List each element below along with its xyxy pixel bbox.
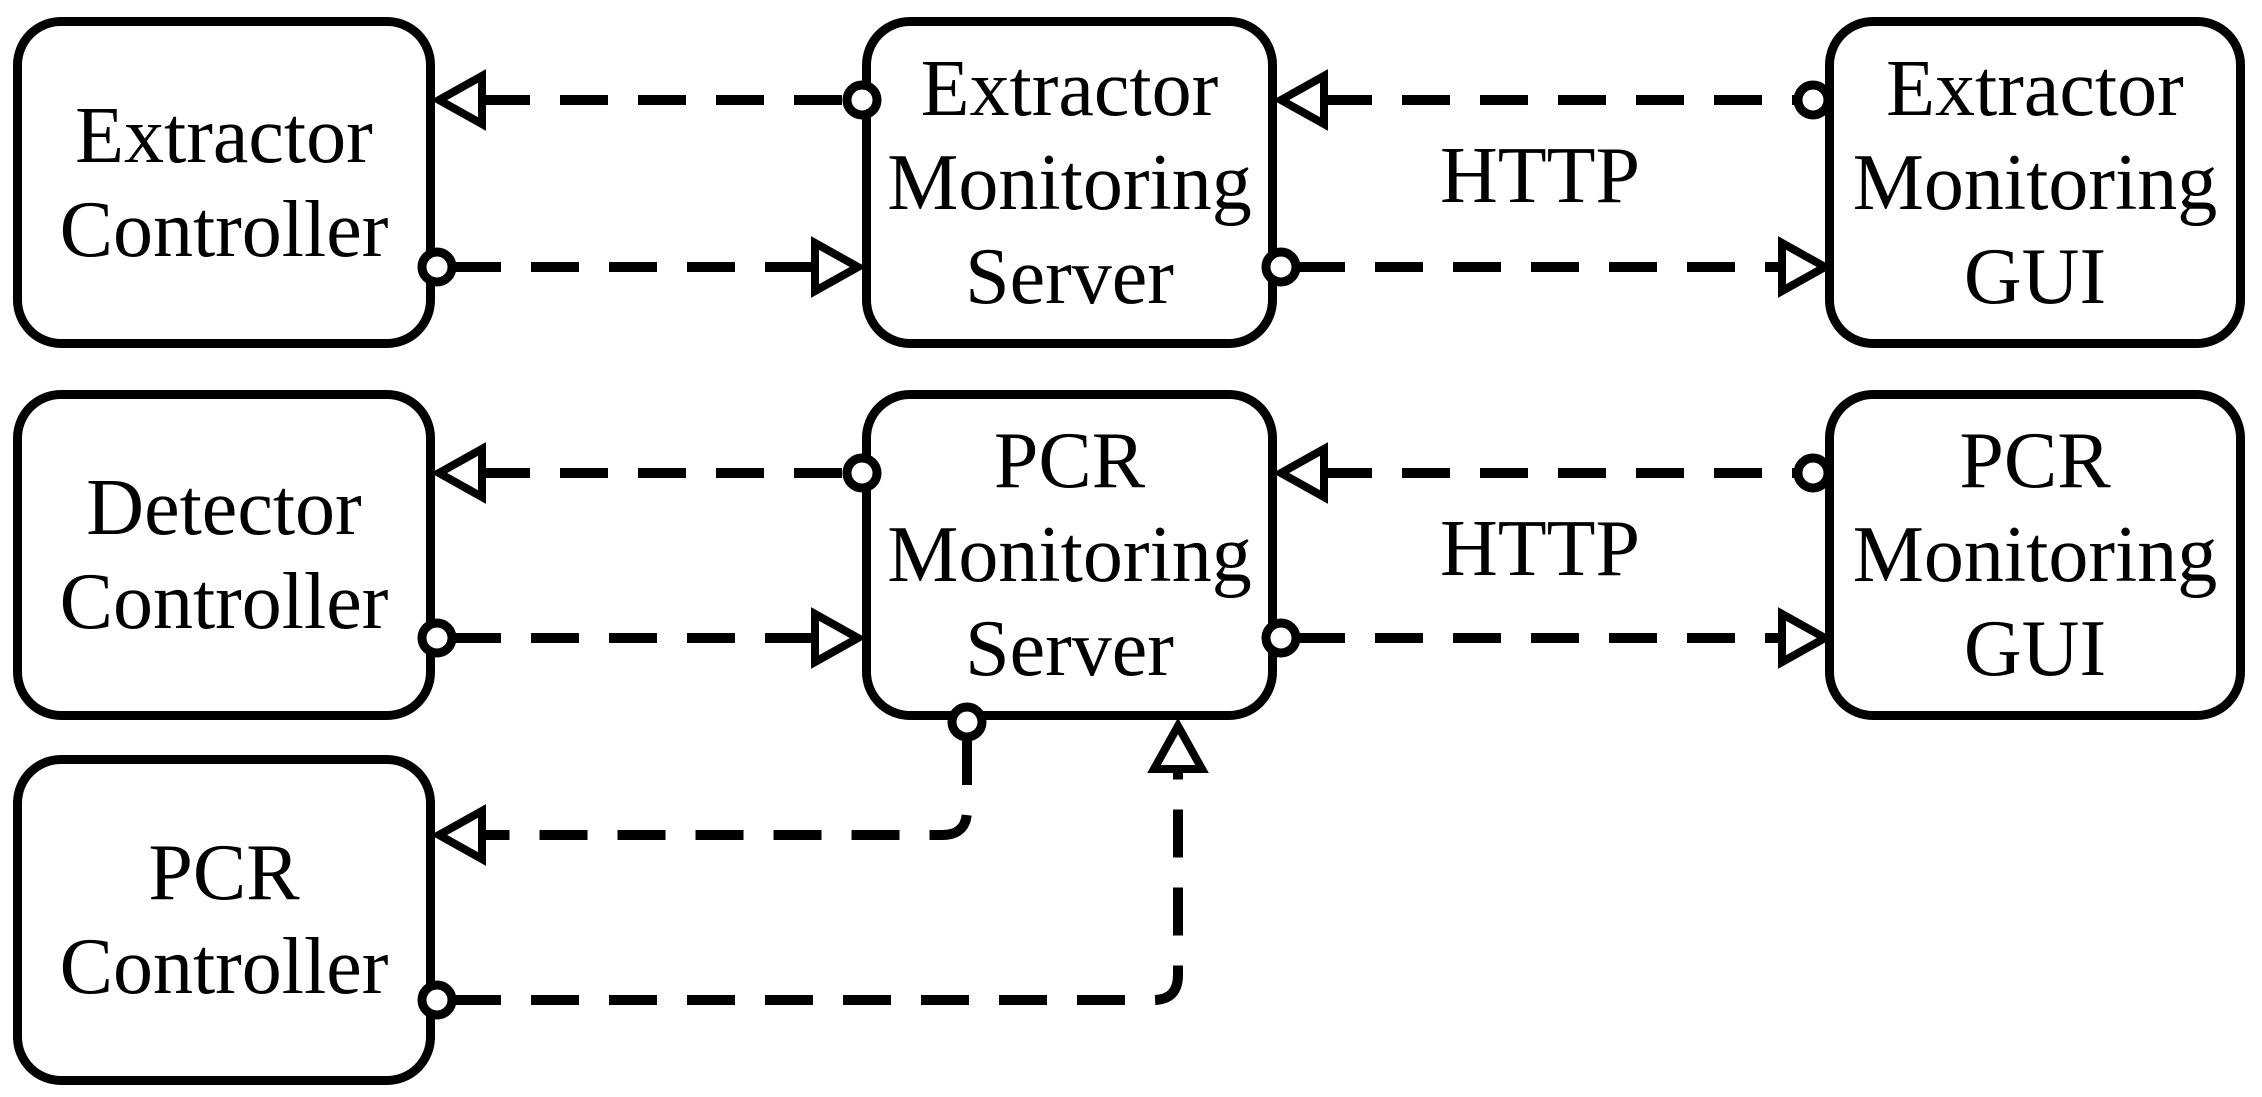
origin-ball-icon (1793, 453, 1833, 493)
open-arrowhead-right-icon (811, 236, 867, 298)
open-arrowhead-left-icon (430, 442, 486, 504)
node-pcr-monitoring-gui: PCR Monitoring GUI (1825, 390, 2245, 720)
node-extractor-controller: Extractor Controller (13, 17, 435, 348)
node-extractor-monitoring-gui: Extractor Monitoring GUI (1825, 17, 2245, 348)
open-arrowhead-left-icon (430, 69, 486, 131)
connection-pcr-controller-to-pcr-server (417, 717, 1209, 1020)
connection-detector-controller-to-pcr-server (417, 607, 867, 669)
open-arrowhead-right-icon (811, 607, 867, 669)
node-label: PCR Monitoring GUI (1852, 417, 2218, 693)
node-pcr-controller: PCR Controller (13, 755, 435, 1085)
node-label: PCR Controller (59, 829, 389, 1011)
connection-pcr-gui-to-server (1272, 442, 1833, 504)
node-label: Extractor Monitoring Server (887, 44, 1252, 321)
open-arrowhead-left-icon (1272, 69, 1328, 131)
node-label: Detector Controller (59, 464, 389, 646)
connection-server-to-extractor-controller (430, 69, 882, 131)
origin-ball-icon (1793, 80, 1833, 120)
node-label: Extractor Monitoring GUI (1852, 44, 2218, 321)
edge-label-http-top: HTTP (1440, 132, 1640, 220)
node-detector-controller: Detector Controller (13, 390, 435, 720)
connection-extractor-controller-to-server (417, 236, 867, 298)
open-arrowhead-left-icon (1272, 442, 1328, 504)
open-arrowhead-up-icon (1147, 717, 1209, 773)
node-pcr-monitoring-server: PCR Monitoring Server (862, 390, 1277, 720)
node-extractor-monitoring-server: Extractor Monitoring Server (862, 17, 1277, 348)
dashed-elbow-line (484, 737, 972, 840)
open-arrowhead-right-icon (1778, 236, 1834, 298)
open-arrowhead-left-icon (430, 804, 486, 866)
connection-extractor-server-to-gui (1261, 236, 1834, 298)
edge-label-http-bottom: HTTP (1440, 505, 1640, 593)
node-label: PCR Monitoring Server (887, 417, 1252, 693)
open-arrowhead-right-icon (1778, 607, 1834, 669)
connection-pcr-server-to-gui (1261, 607, 1834, 669)
connection-pcr-server-to-detector-controller (430, 442, 882, 504)
connection-extractor-gui-to-server (1272, 69, 1833, 131)
node-label: Extractor Controller (59, 91, 389, 274)
connection-pcr-server-to-pcr-controller (430, 702, 987, 866)
dashed-elbow-line (453, 770, 1183, 1005)
